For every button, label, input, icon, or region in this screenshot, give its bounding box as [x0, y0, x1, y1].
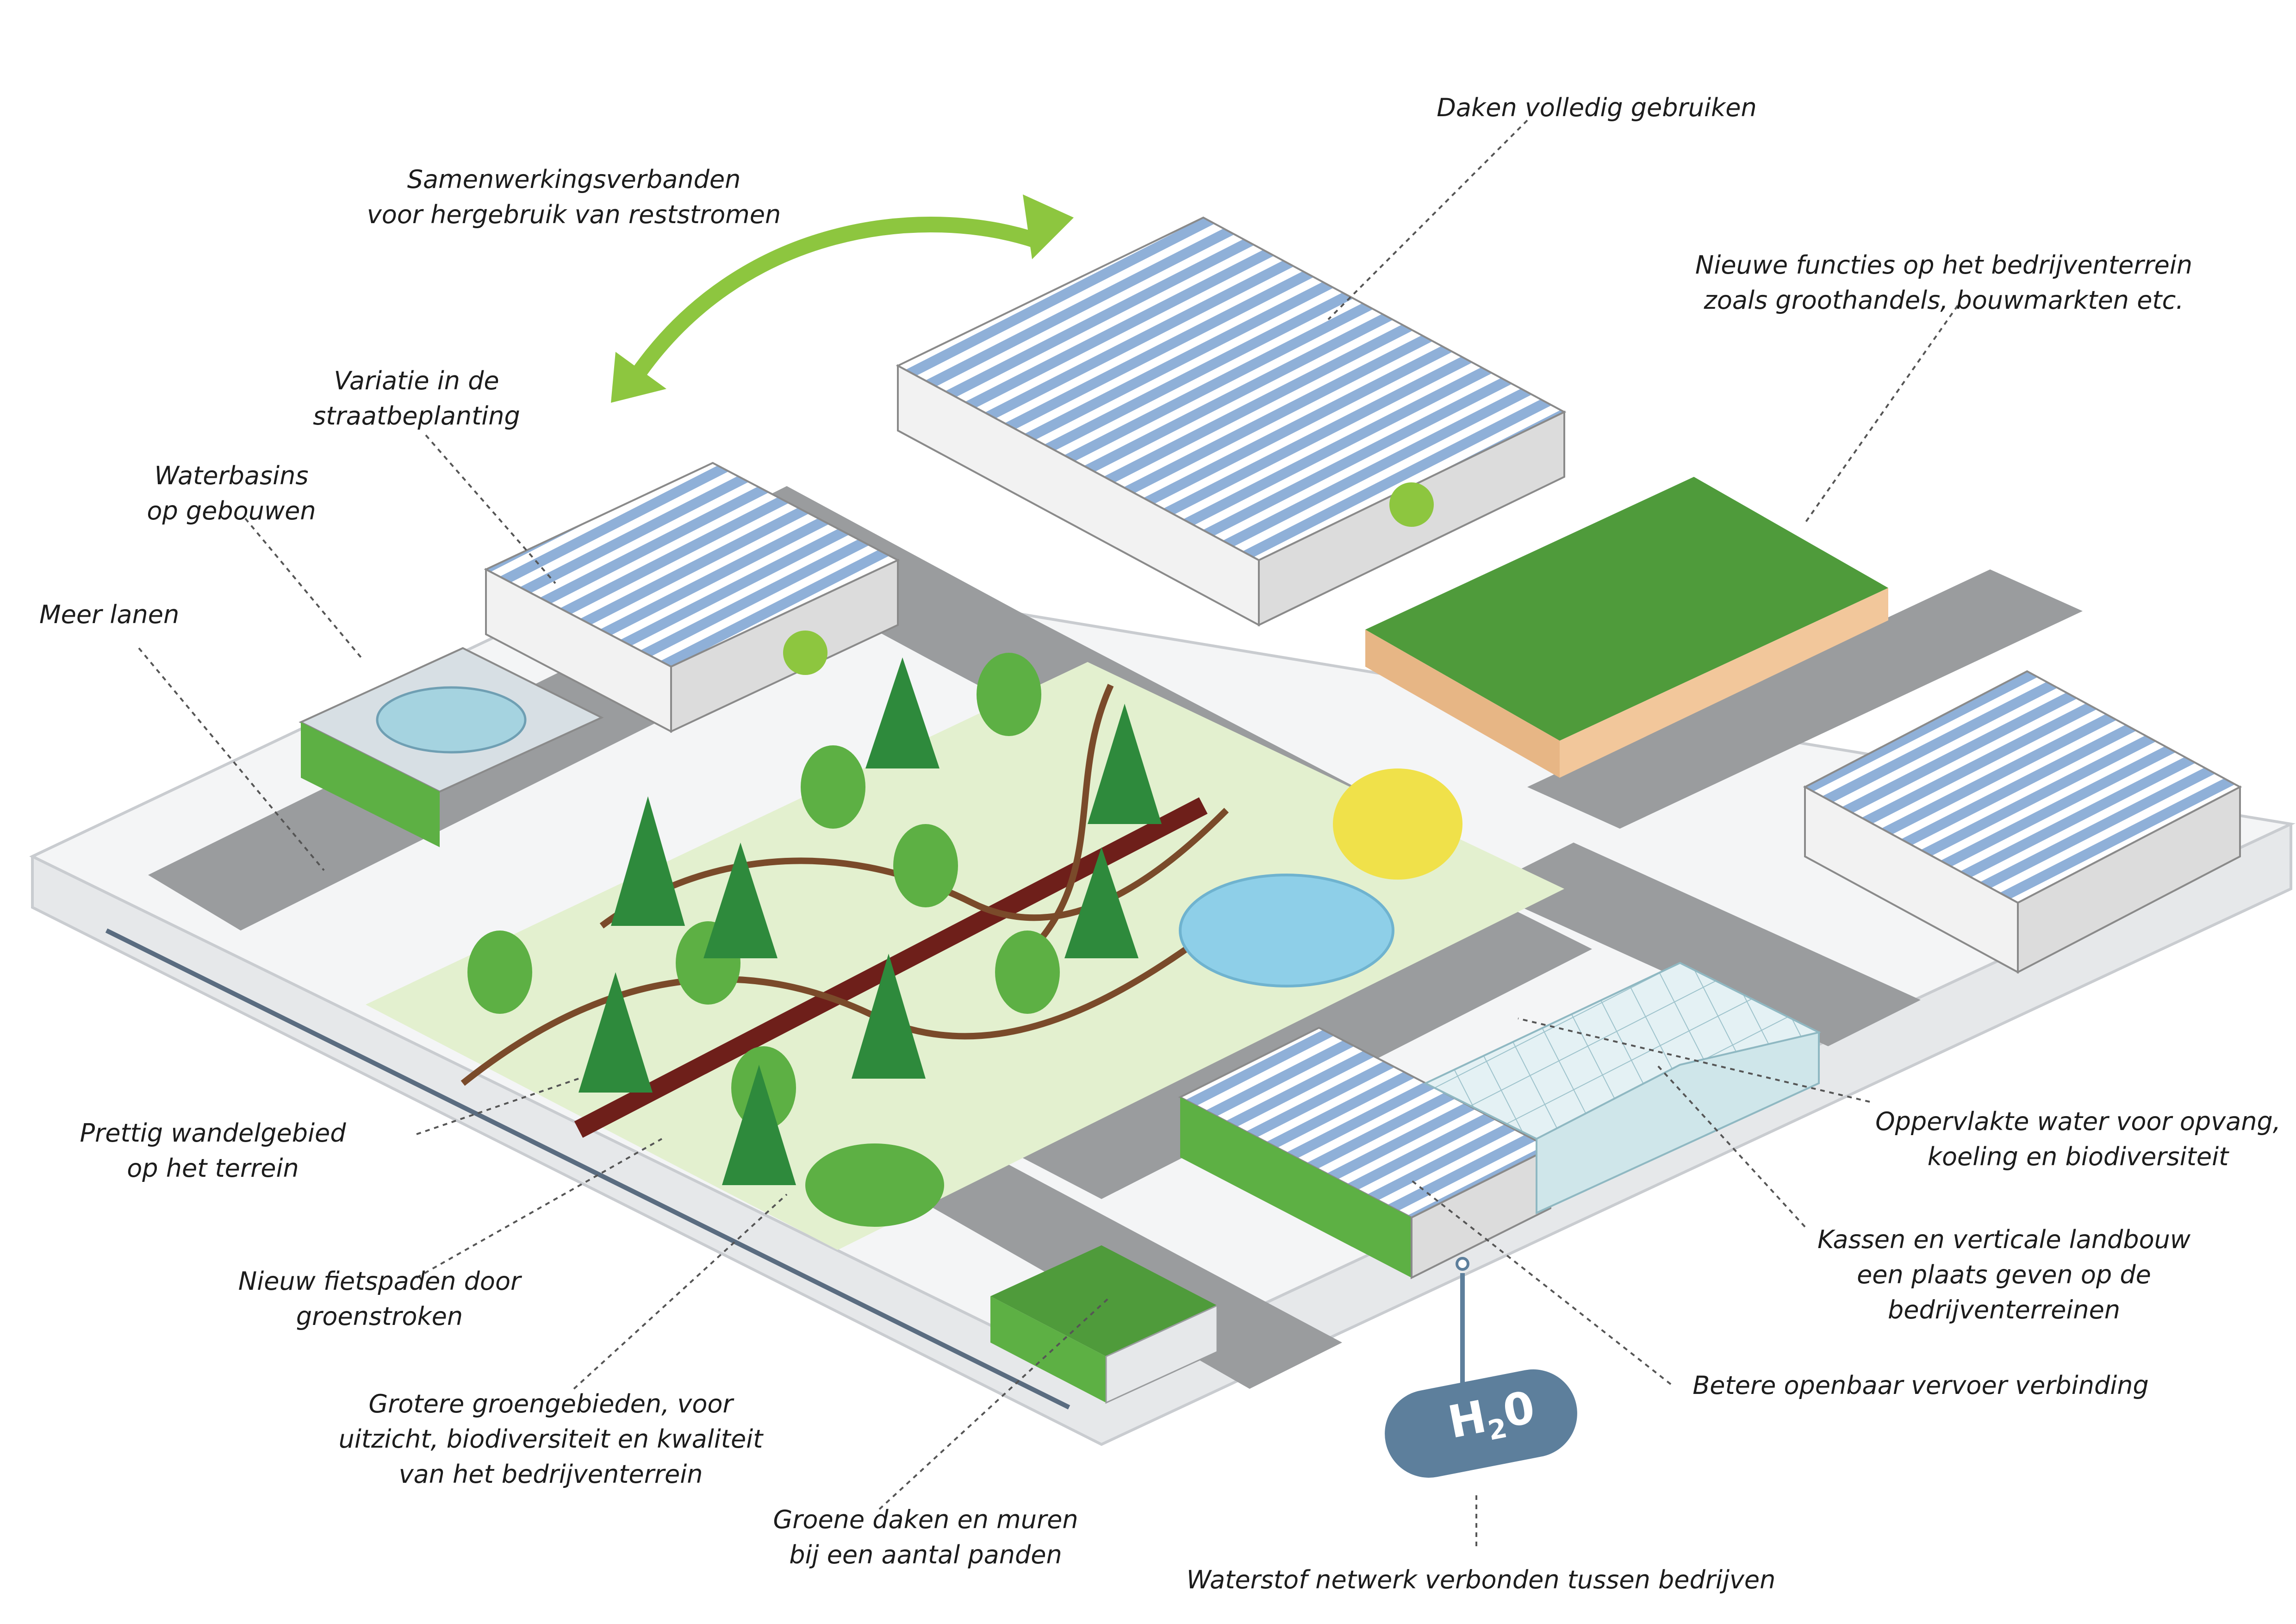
recycle-icon — [783, 631, 828, 675]
willow-tree — [1333, 768, 1462, 880]
platform-edge-line — [105, 928, 1070, 1410]
leader-lines — [138, 119, 1959, 1546]
recycle-icon — [1389, 482, 1434, 527]
walking-path — [599, 808, 1229, 929]
reststromen-arrow — [611, 194, 1074, 403]
green-roof-building — [1365, 477, 1888, 778]
pond — [1179, 874, 1394, 987]
walking-path — [1016, 684, 1114, 966]
label-daken: Daken volledig gebruiken — [1437, 93, 1757, 122]
label-meer-lanen: Meer lanen — [39, 600, 180, 629]
building-large-top — [896, 216, 1567, 627]
trees — [467, 653, 1462, 1227]
green-roof-small — [990, 1245, 1218, 1404]
h2o-pill — [1385, 1369, 1577, 1478]
label-oppervlakte-water: Oppervlakte water voor opvang,koeling en… — [1875, 1107, 2281, 1171]
building-right — [1803, 670, 2242, 974]
label-openbaar-vervoer: Betere openbaar vervoer verbinding — [1692, 1371, 2149, 1400]
building-front — [1178, 1026, 1553, 1280]
building-waterbasin — [299, 647, 604, 847]
label-waterstof: Waterstof netwerk verbonden tussen bedri… — [1186, 1565, 1776, 1594]
greenhouse — [1423, 962, 1821, 1215]
building-left — [484, 462, 900, 733]
water-basin — [376, 686, 527, 754]
hydrogen-network — [1385, 1257, 1577, 1478]
